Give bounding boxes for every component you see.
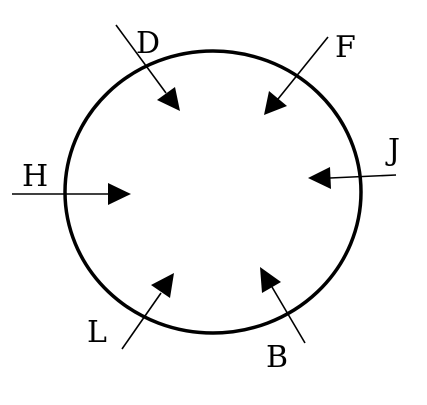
label-d: D xyxy=(136,26,160,61)
arrow-j-shaft xyxy=(329,174,397,179)
label-h: H xyxy=(22,159,48,194)
arrow-j xyxy=(308,167,397,189)
label-f: F xyxy=(335,30,356,65)
label-b: B xyxy=(266,340,288,375)
arrow-h xyxy=(12,183,131,205)
arrow-b-shaft xyxy=(271,286,306,344)
arrow-d-shaft xyxy=(115,24,167,94)
arrow-b-head xyxy=(260,267,281,293)
arrow-f-head xyxy=(264,91,287,115)
arrow-h-head xyxy=(108,183,131,205)
arrow-l xyxy=(121,273,174,350)
label-l: L xyxy=(87,315,107,350)
arrow-d-head xyxy=(157,87,180,111)
circle-boundary xyxy=(63,49,363,335)
arrow-d xyxy=(115,24,180,111)
arrow-b xyxy=(260,267,306,344)
arrow-f-shaft xyxy=(277,36,329,100)
arrow-l-head xyxy=(151,273,174,298)
arrow-j-head xyxy=(308,167,331,189)
arrow-l-shaft xyxy=(121,292,162,350)
arrow-f xyxy=(264,36,329,115)
label-j: J xyxy=(385,133,400,168)
